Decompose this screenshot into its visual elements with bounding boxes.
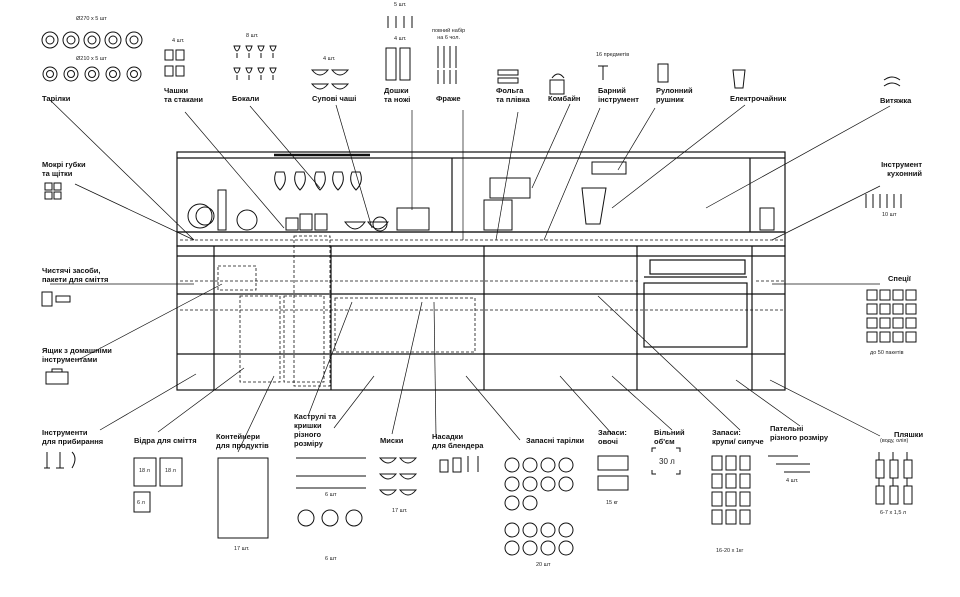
- spare-plate-icons: [504, 457, 574, 556]
- pots-count-1: 6 шт: [325, 492, 337, 498]
- label-cups: Чашки та стакани: [164, 86, 204, 104]
- boards-count: 4 шт.: [394, 36, 407, 42]
- label-bar: Барний інструмент: [598, 86, 639, 104]
- upper-shelf-frame: [176, 151, 786, 233]
- label-soup: Супові чаші: [312, 94, 357, 103]
- label-cutlery: Фраже: [436, 94, 461, 103]
- plates-big-count: Ø270 х 5 шт: [76, 16, 107, 22]
- grains-count: 16-20 х 1кг: [716, 548, 744, 554]
- label-cleaning: Чистячі засоби, пакети для сміття: [42, 266, 109, 284]
- label-mixer: Комбайн: [548, 94, 581, 103]
- bottles-note: (воду, олія): [880, 438, 909, 444]
- label-tools-cleaning: Інструменти для прибирання: [42, 428, 104, 446]
- label-blender: Насадки для блендера: [432, 432, 484, 450]
- label-foil: Фольга та плівка: [496, 86, 530, 104]
- spare-plates-count: 20 шт: [536, 562, 551, 568]
- label-free-volume: Вільний об'єм: [654, 428, 685, 446]
- label-plates: Тарілки: [42, 94, 71, 103]
- label-towel: Рулонний рушник: [656, 86, 693, 104]
- label-glasses: Бокали: [232, 94, 260, 103]
- leader-lines: [49, 99, 891, 453]
- label-utensils: Інструмент кухонний: [881, 160, 922, 178]
- bar-count: 16 предметів: [596, 52, 630, 58]
- label-pots: Каструлі та кришки різного розміру: [294, 412, 337, 448]
- pots-count-2: 6 шт: [325, 556, 337, 562]
- label-kettle: Електрочайник: [730, 94, 787, 103]
- plates-small-count: Ø210 х 5 шт: [76, 56, 107, 62]
- label-bins: Відра для сміття: [134, 436, 197, 445]
- spices-count: до 50 пакетів: [870, 350, 904, 356]
- glasses-count: 8 шт.: [246, 33, 259, 39]
- bottles-count: 6-7 х 1,5 л: [880, 510, 907, 516]
- label-hood: Витяжка: [880, 96, 912, 105]
- oven: [649, 259, 746, 275]
- label-sponges: Мокрі губки та щітки: [42, 160, 86, 178]
- utensils-count: 10 шт: [882, 212, 897, 218]
- pans-count: 4 шт.: [786, 478, 799, 484]
- spice-icons: [866, 289, 917, 343]
- glass-icons: [233, 45, 277, 80]
- knives-count: 5 шт.: [394, 2, 407, 8]
- label-grains: Запаси: крупи/ сипуче: [712, 428, 764, 446]
- label-spare-plates: Запасні тарілки: [526, 436, 585, 445]
- base-cabinets: [176, 245, 786, 391]
- label-spices: Спеції: [888, 274, 911, 283]
- containers-count: 17 шт.: [234, 546, 250, 552]
- bin-6: 6 л: [137, 500, 145, 506]
- item-icons: [41, 16, 917, 556]
- plate-icons: [41, 31, 143, 82]
- bin-18a: 18 л: [139, 468, 150, 474]
- label-containers: Контейнери для продуктів: [216, 432, 269, 450]
- shelf-items: [187, 161, 775, 232]
- bin-18b: 18 л: [165, 468, 176, 474]
- label-bottles: Пляшки: [894, 430, 924, 439]
- cups-count: 4 шт.: [172, 38, 185, 44]
- kitchen-elevation: [176, 151, 786, 391]
- countertop: [176, 231, 786, 247]
- label-toolbox: Ящик з домашніми інструментами: [42, 346, 112, 364]
- label-boards: Дошки та ножі: [384, 86, 411, 104]
- soup-count: 4 шт.: [323, 56, 336, 62]
- label-bowls: Миски: [380, 436, 404, 445]
- label-veg: Запаси: овочі: [598, 428, 627, 446]
- bowls-count: 17 шт.: [392, 508, 408, 514]
- free-volume-value: 30 л: [659, 457, 675, 466]
- label-pans: Пательні різного розміру: [770, 424, 829, 442]
- cutlery-count: повний набір на 6 чол.: [432, 28, 466, 41]
- veg-count: 15 кг: [606, 500, 619, 506]
